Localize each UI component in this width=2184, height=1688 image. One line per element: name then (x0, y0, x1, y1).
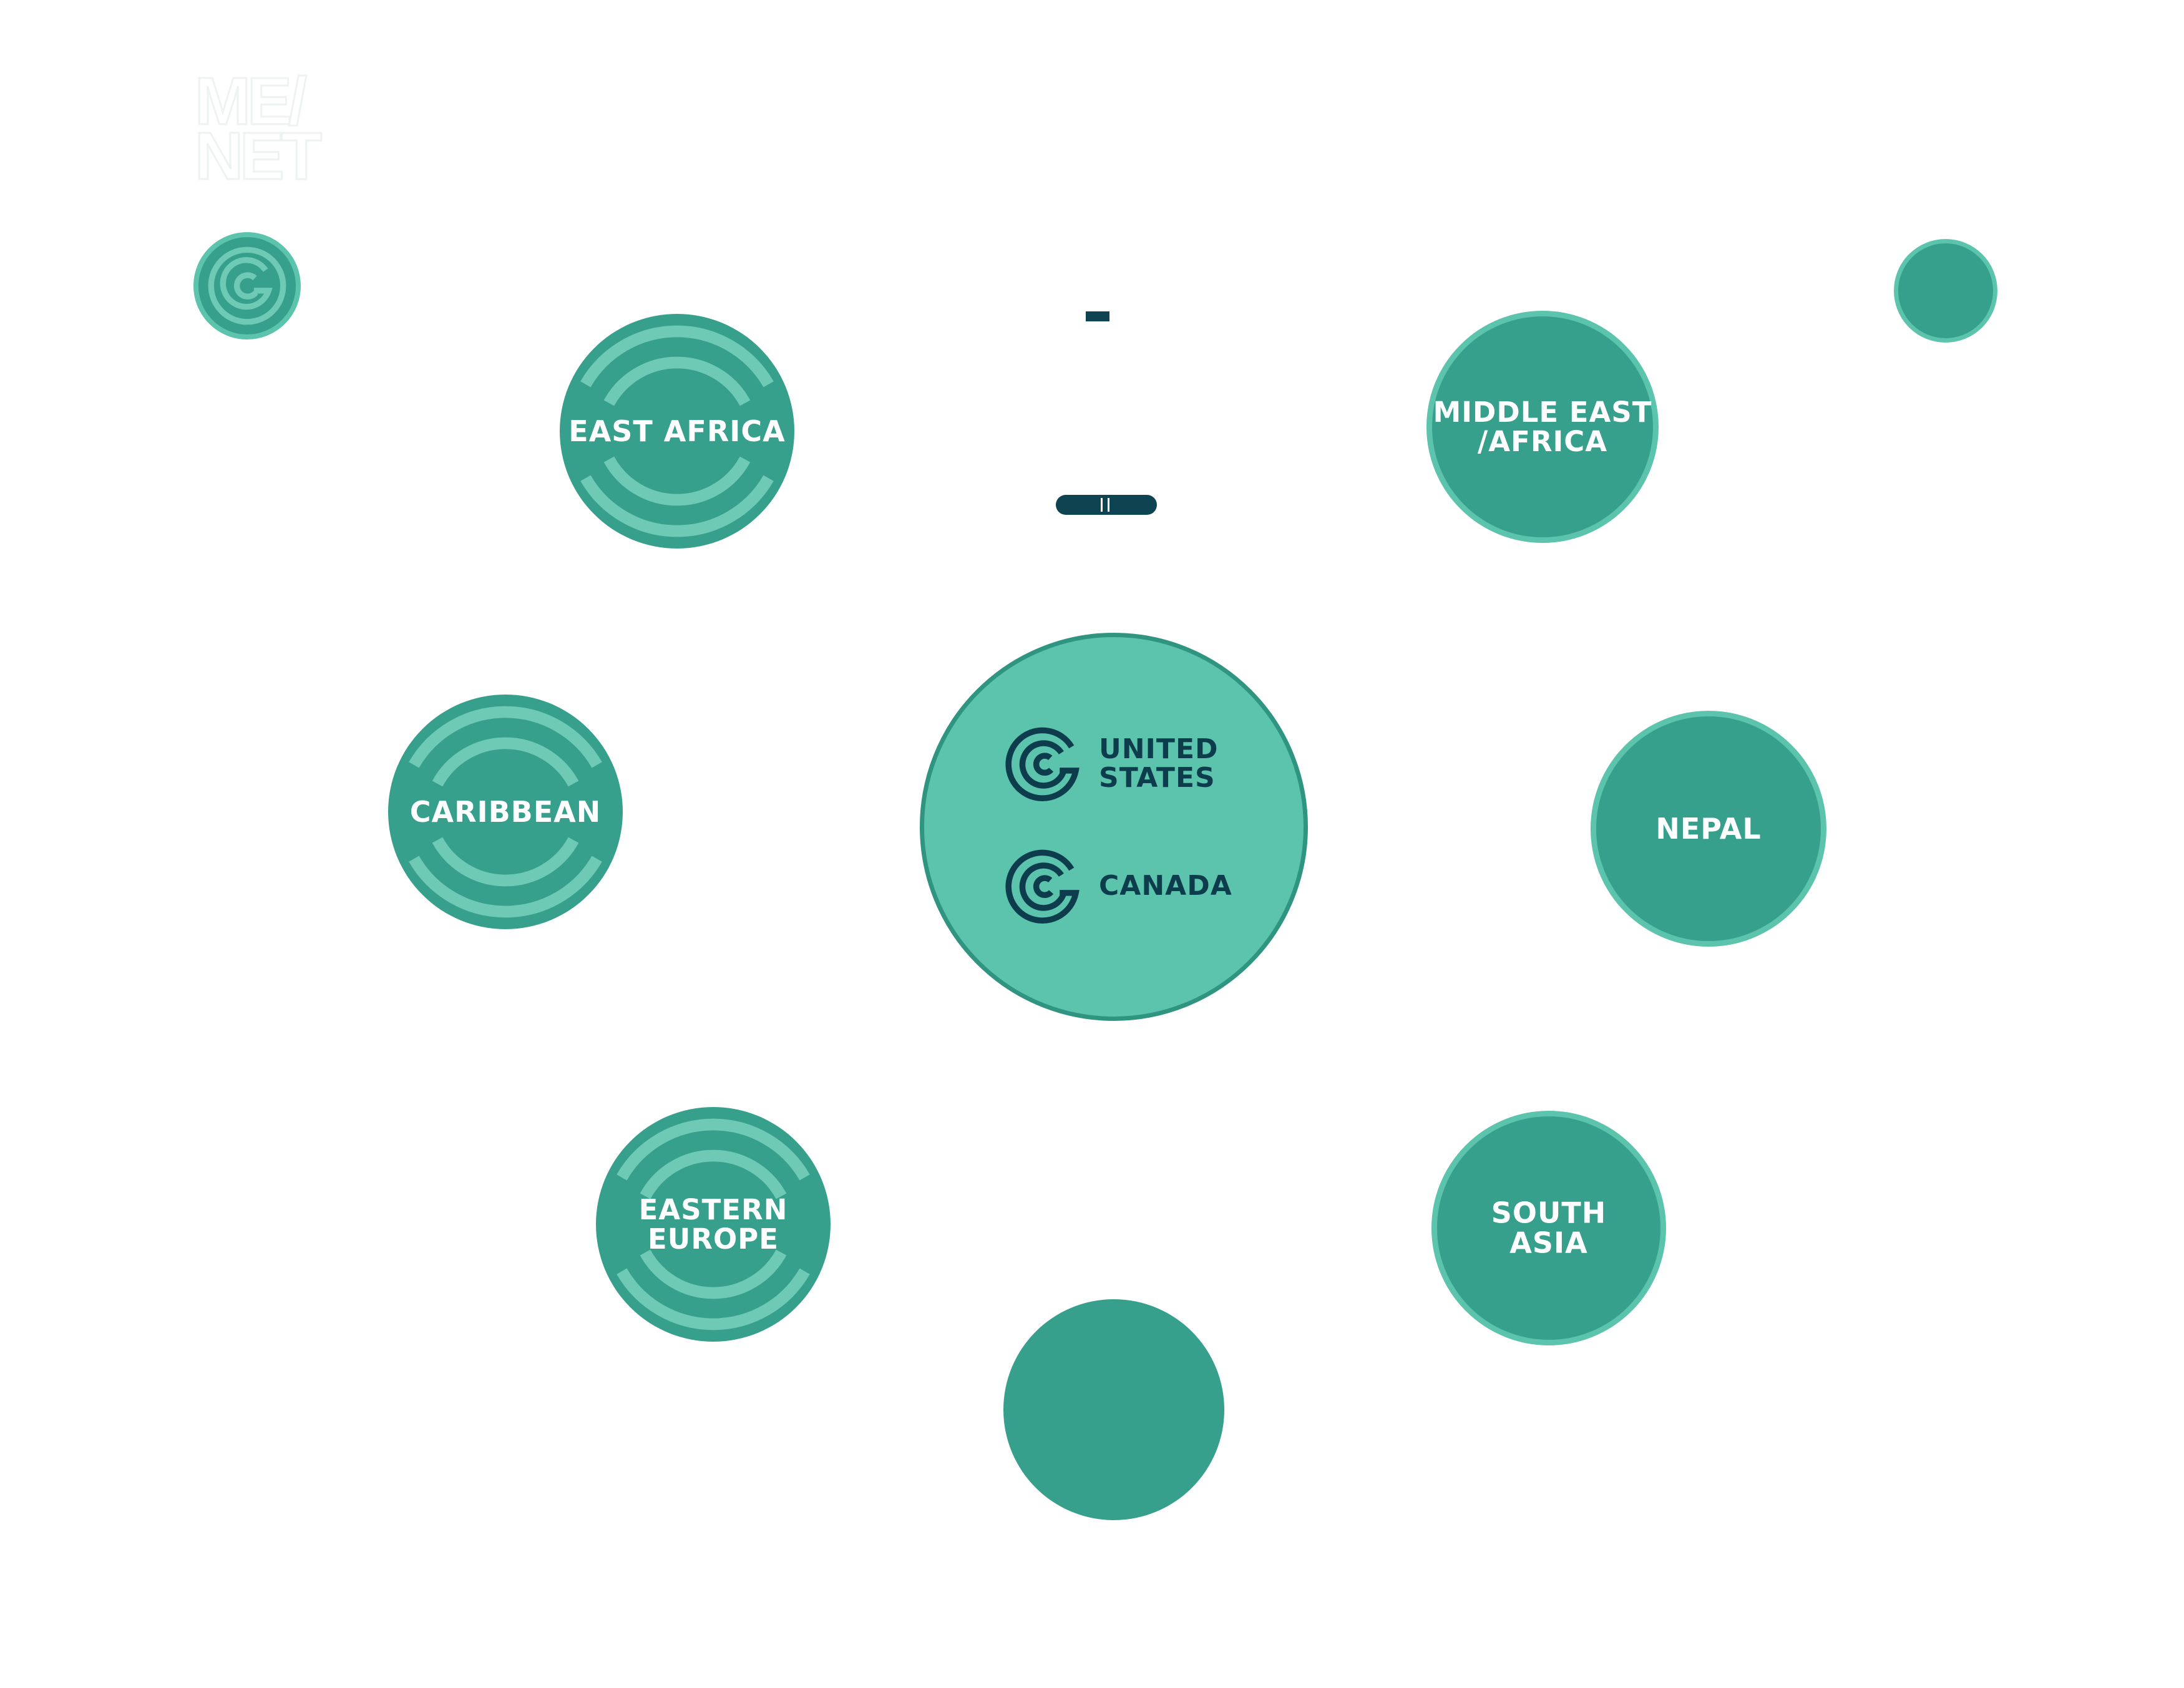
region-label-line1: EAST AFRICA (568, 414, 786, 448)
bottom-circle (1003, 1299, 1224, 1520)
region-node-eastern-europe[interactable]: EASTERN EUROPE (596, 1107, 831, 1342)
region-node-south-asia[interactable]: SOUTH ASIA (1431, 1111, 1666, 1345)
region-label: NEPAL (1596, 814, 1821, 844)
center-item-canada[interactable]: CANADA (1000, 844, 1232, 929)
ghost-title: ME/ NET (194, 63, 323, 193)
region-label: EASTERN EUROPE (596, 1193, 831, 1256)
arc-pattern-icon (617, 1118, 810, 1330)
region-node-nepal[interactable]: NEPAL (1591, 711, 1826, 947)
region-label: EAST AFRICA (560, 414, 794, 448)
small-circle-top-right (1894, 239, 1997, 343)
c-logo-icon (1005, 727, 1080, 801)
center-item-label: CANADA (1099, 869, 1232, 902)
region-label: CARIBBEAN (388, 797, 623, 827)
center-label-line2: STATES (1099, 762, 1216, 794)
region-node-east-africa[interactable]: EAST AFRICA (560, 314, 794, 549)
region-label: SOUTH ASIA (1437, 1196, 1660, 1260)
arc-pattern-icon (580, 325, 774, 537)
arc-pattern-icon (409, 706, 602, 918)
region-node-caribbean[interactable]: CARIBBEAN (388, 695, 623, 929)
region-label-line1: CARIBBEAN (409, 794, 602, 829)
c-logo-icon (1005, 849, 1080, 924)
ghost-title-line2: NET (194, 118, 323, 193)
region-label-line2: EUROPE (648, 1222, 779, 1256)
region-label-line2: /AFRICA (1477, 425, 1608, 458)
center-label-line1: CANADA (1099, 869, 1232, 902)
pill-glyph-icon (1101, 498, 1109, 512)
center-item-label: UNITED STATES (1099, 733, 1219, 794)
region-node-middle-east-africa[interactable]: MIDDLE EAST /AFRICA (1426, 311, 1659, 543)
center-node[interactable]: UNITED STATES CANADA (920, 633, 1308, 1021)
small-logo-badge (193, 232, 301, 339)
ghost-title-line1: ME/ (194, 63, 308, 139)
region-label-line1: NEPAL (1655, 811, 1762, 846)
center-item-united-states[interactable]: UNITED STATES (1000, 721, 1219, 806)
region-label-line2: ASIA (1509, 1226, 1588, 1260)
dash-mark (1086, 311, 1109, 321)
c-logo-icon (208, 246, 286, 325)
pill-mark (1056, 495, 1157, 515)
region-label: MIDDLE EAST /AFRICA (1432, 395, 1653, 458)
region-label-line1: SOUTH (1491, 1196, 1607, 1230)
region-label-line1: EASTERN (638, 1193, 788, 1226)
region-label-line1: MIDDLE EAST (1433, 395, 1652, 429)
center-label-line1: UNITED (1099, 733, 1219, 765)
